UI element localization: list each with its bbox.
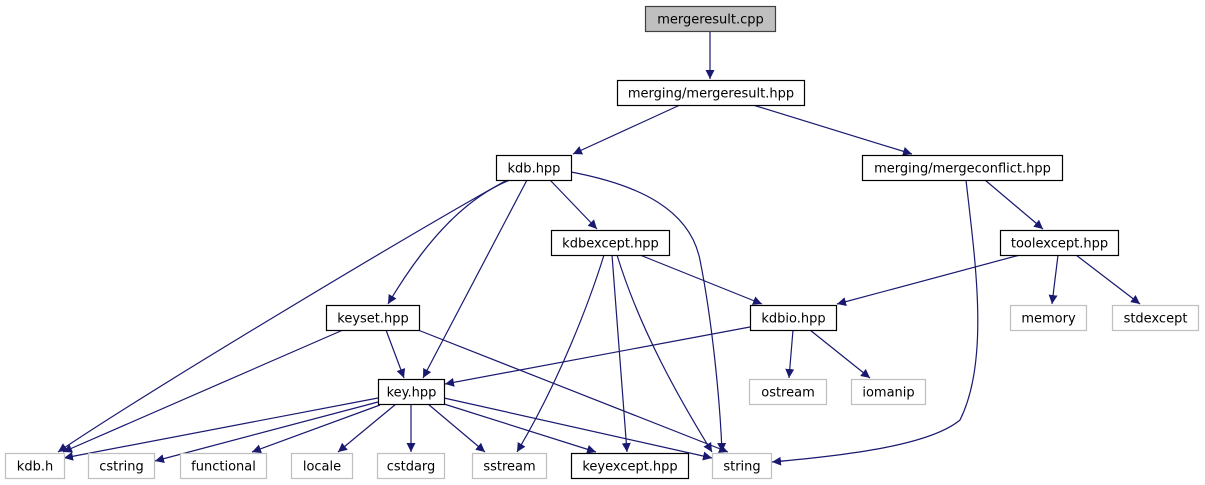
node-label: string <box>723 460 760 475</box>
node-label: cstdarg <box>387 460 436 475</box>
node-box <box>749 304 838 332</box>
node-label: stdexcept <box>1124 312 1188 327</box>
node-memory: memory <box>1009 304 1088 332</box>
node-label: iomanip <box>862 386 914 401</box>
edge-kdbio-hpp-to-key-hpp <box>444 326 751 387</box>
node-iomanip: iomanip <box>850 378 927 406</box>
edge-merging-mergeconflict-hpp-to-string <box>771 179 979 466</box>
node-keyset-hpp[interactable]: keyset.hpp <box>325 304 421 332</box>
edge-kdbexcept-hpp-to-string <box>616 254 713 453</box>
node-ostream: ostream <box>748 378 828 406</box>
node-mergeresult-cpp[interactable]: mergeresult.cpp <box>644 5 777 33</box>
nodes-layer: mergeresult.cpp merging/mergeresult.hpp kd… <box>4 5 1200 480</box>
node-box <box>850 378 927 406</box>
node-box <box>550 229 671 257</box>
node-merging-mergeresult-hpp[interactable]: merging/mergeresult.hpp <box>616 79 806 107</box>
edge-merging-mergeresult-hpp-to-merging-mergeconflict-hpp <box>752 104 913 156</box>
node-box <box>999 229 1120 257</box>
edge-kdb-hpp-to-kdb-h <box>57 179 508 453</box>
node-label: kdb.hpp <box>508 162 561 177</box>
edge-kdbexcept-hpp-to-kdbio-hpp <box>639 254 763 305</box>
node-box <box>4 452 66 480</box>
node-cstdarg: cstdarg <box>376 452 446 480</box>
edge-keyset-hpp-to-string <box>417 329 729 453</box>
node-box <box>471 452 548 480</box>
edge-kdbio-hpp-to-ostream <box>785 329 795 379</box>
node-box <box>748 378 828 406</box>
node-locale: locale <box>290 452 354 480</box>
node-label: locale <box>303 460 341 475</box>
node-merging-mergeconflict-hpp[interactable]: merging/mergeconflict.hpp <box>861 154 1064 182</box>
node-label: kdbexcept.hpp <box>562 237 659 252</box>
edge-kdbexcept-hpp-to-sstream <box>516 254 605 453</box>
edges-layer <box>57 31 1141 466</box>
edge-key-hpp-to-locale <box>337 403 397 453</box>
edge-keyset-hpp-to-kdb-h <box>62 329 344 453</box>
node-box <box>616 79 806 107</box>
node-box <box>377 378 446 406</box>
node-label: kdbio.hpp <box>761 312 825 327</box>
node-box <box>325 304 421 332</box>
edge-key-hpp-to-functional <box>251 404 381 454</box>
edge-toolexcept-hpp-to-stdexcept <box>1075 254 1141 305</box>
node-functional: functional <box>179 452 268 480</box>
node-box <box>644 5 777 33</box>
node-box <box>570 452 690 480</box>
node-label: sstream <box>483 460 535 475</box>
node-kdb-h: kdb.h <box>4 452 66 480</box>
node-label: merging/mergeconflict.hpp <box>874 162 1051 177</box>
node-toolexcept-hpp[interactable]: toolexcept.hpp <box>999 229 1120 257</box>
node-box <box>495 154 573 182</box>
node-box <box>1009 304 1088 332</box>
node-key-hpp[interactable]: key.hpp <box>377 378 446 406</box>
node-label: kdb.h <box>17 460 53 475</box>
edge-kdb-hpp-to-string <box>570 171 727 453</box>
node-label: memory <box>1021 312 1076 327</box>
edge-key-hpp-to-keyexcept-hpp <box>443 403 597 454</box>
node-kdbexcept-hpp[interactable]: kdbexcept.hpp <box>550 229 671 257</box>
edge-key-hpp-to-kdb-h <box>63 397 379 461</box>
node-label: keyexcept.hpp <box>582 460 677 475</box>
edge-merging-mergeconflict-hpp-to-toolexcept-hpp <box>984 179 1044 230</box>
edge-key-hpp-to-cstring <box>154 401 379 464</box>
node-sstream: sstream <box>471 452 548 480</box>
edge-kdbio-hpp-to-iomanip <box>809 329 871 379</box>
node-label: toolexcept.hpp <box>1011 237 1108 252</box>
node-box <box>376 452 446 480</box>
node-box <box>1111 304 1200 332</box>
node-label: functional <box>191 460 256 475</box>
node-kdb-hpp[interactable]: kdb.hpp <box>495 154 573 182</box>
node-keyexcept-hpp[interactable]: keyexcept.hpp <box>570 452 690 480</box>
edge-kdb-hpp-to-keyset-hpp <box>387 179 511 305</box>
node-label: key.hpp <box>387 386 437 401</box>
edge-toolexcept-hpp-to-memory <box>1048 254 1059 305</box>
edge-keyset-hpp-to-key-hpp <box>385 329 406 379</box>
node-label: cstring <box>99 460 143 475</box>
node-box <box>861 154 1064 182</box>
node-label: merging/mergeresult.hpp <box>628 87 794 102</box>
edge-toolexcept-hpp-to-kdbio-hpp <box>836 254 1021 307</box>
edge-key-hpp-to-string <box>443 397 713 461</box>
edge-kdb-hpp-to-key-hpp <box>422 179 528 379</box>
node-box <box>87 452 156 480</box>
node-box <box>179 452 268 480</box>
edge-key-hpp-to-sstream <box>427 403 486 453</box>
node-box <box>711 452 773 480</box>
edge-kdb-hpp-to-kdbexcept-hpp <box>549 179 598 230</box>
node-box <box>290 452 354 480</box>
edge-kdbexcept-hpp-to-keyexcept-hpp <box>611 254 631 453</box>
node-cstring: cstring <box>87 452 156 480</box>
node-kdbio-hpp[interactable]: kdbio.hpp <box>749 304 838 332</box>
node-stdexcept: stdexcept <box>1111 304 1200 332</box>
edge-merging-mergeresult-hpp-to-kdb-hpp <box>572 104 681 155</box>
node-label: keyset.hpp <box>337 312 409 327</box>
node-string: string <box>711 452 773 480</box>
node-label: ostream <box>761 386 815 401</box>
node-label: mergeresult.cpp <box>657 13 764 28</box>
